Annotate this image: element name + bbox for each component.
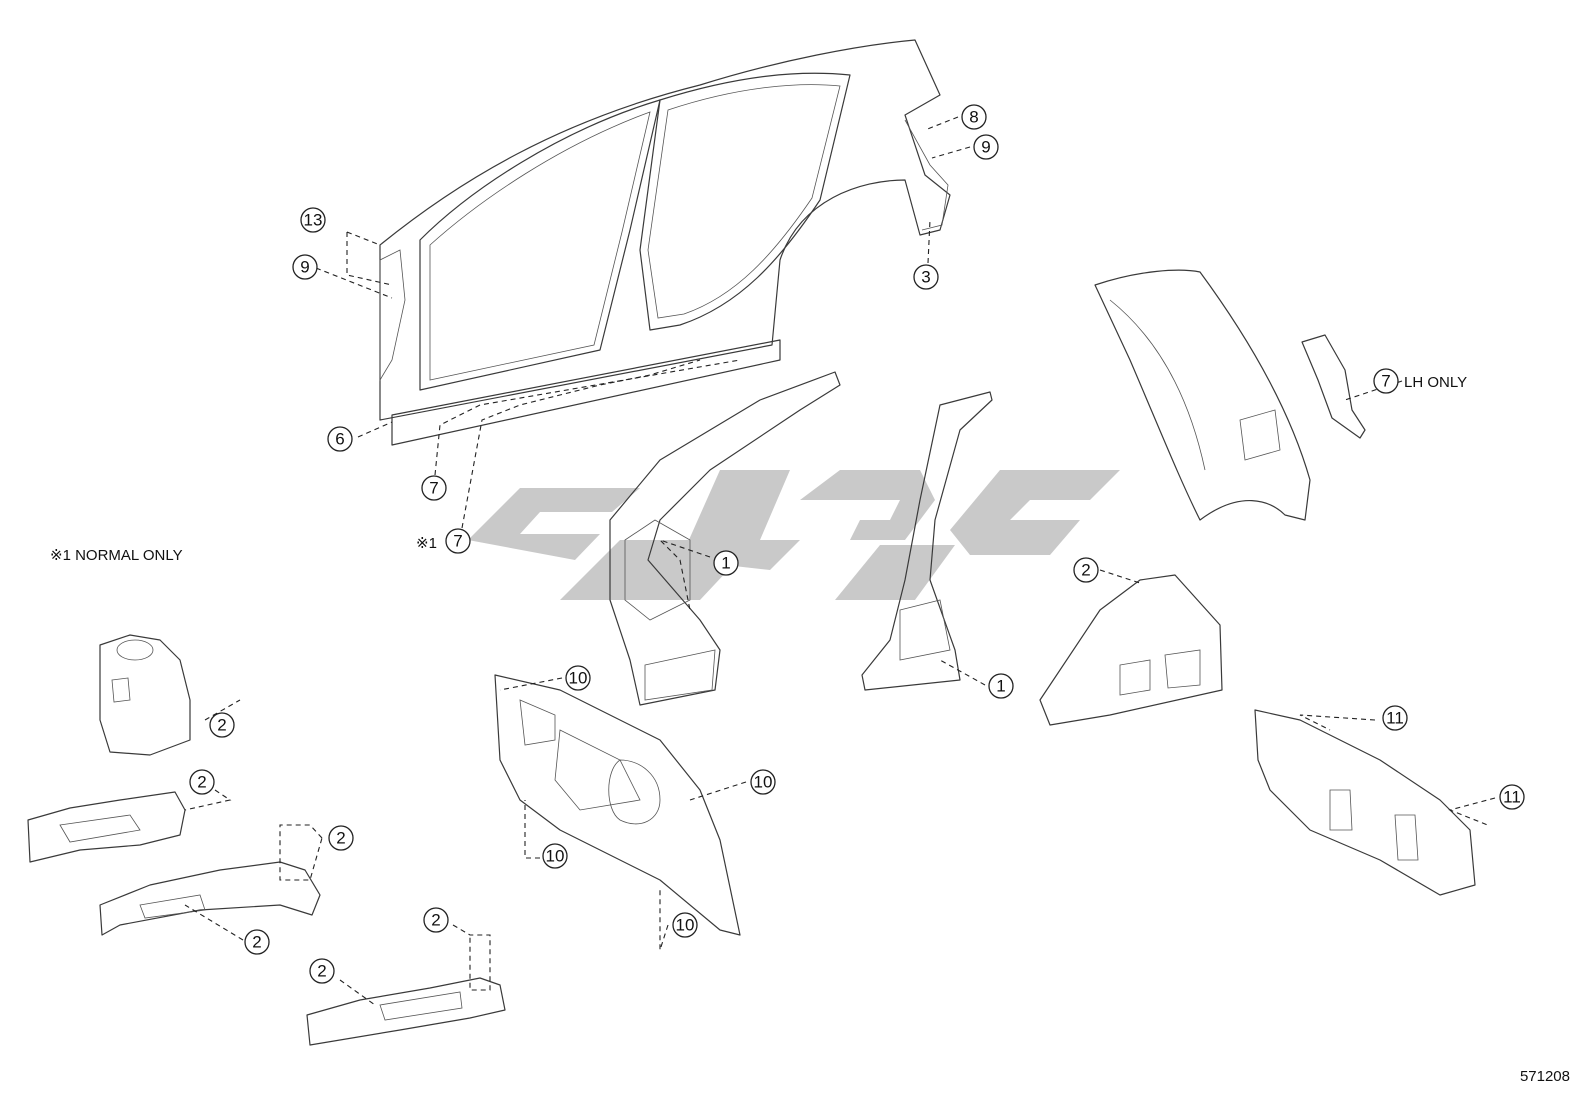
- callout-9-label: 9: [981, 138, 990, 157]
- callout-10-bottom-label: 10: [676, 916, 695, 935]
- callout-8-label: 8: [969, 108, 978, 127]
- callout-2-rocker-top: 2: [423, 907, 449, 933]
- callout-2-rocker-label: 2: [317, 962, 326, 981]
- callout-4-label: 6: [335, 430, 344, 449]
- callout-7-right-label: 7: [1381, 372, 1390, 391]
- callout-10-left: 10: [542, 843, 568, 869]
- callout-11-top-label: 11: [1386, 709, 1404, 728]
- lh-only-label: LH ONLY: [1404, 374, 1467, 391]
- callout-10-right: 10: [750, 769, 776, 795]
- callout-10-top: 10: [565, 665, 591, 691]
- callout-2-member: 2: [189, 769, 215, 795]
- callout-4: 6: [327, 426, 353, 452]
- callout-13-label: 13: [304, 211, 323, 230]
- callout-3: 3: [913, 264, 939, 290]
- callout-13: 13: [300, 207, 326, 233]
- front-side-member-part: [27, 791, 186, 863]
- normal-only-note: ※1 NORMAL ONLY: [50, 547, 183, 564]
- callout-6-label: 7: [429, 479, 438, 498]
- rocker-member-part: [306, 977, 506, 1046]
- callout-7-label: 9: [300, 258, 309, 277]
- callout-11-top: 11: [1382, 705, 1408, 731]
- wheel-house-part: [1039, 574, 1223, 726]
- callout-8: 8: [961, 104, 987, 130]
- callout-2-lower: 2: [244, 929, 270, 955]
- front-pillar-part: [609, 371, 841, 706]
- watermark-logo: [468, 470, 1120, 600]
- side-body-outer-panel: [379, 39, 951, 446]
- callout-2-rocker-top-label: 2: [431, 911, 440, 930]
- callout-10-bottom: 10: [672, 912, 698, 938]
- callout-2-shock-label: 2: [217, 716, 226, 735]
- callout-10-top-label: 10: [569, 669, 588, 688]
- callout-9: 9: [973, 134, 999, 160]
- callout-2-lower-top: 2: [328, 825, 354, 851]
- callout-2-shock: 2: [209, 712, 235, 738]
- leader-lines: [184, 116, 1496, 1006]
- callout-7-left: 9: [292, 254, 318, 280]
- callout-3-label: 3: [921, 268, 930, 287]
- star-prefix-label: ※1: [416, 535, 437, 552]
- callout-1-front-label: 1: [721, 554, 730, 573]
- rear-panel-part: [1254, 709, 1476, 896]
- callout-10-right-label: 10: [754, 773, 773, 792]
- callout-7-right: 7: [1373, 368, 1399, 394]
- callout-2-rocker: 2: [309, 958, 335, 984]
- callout-2-lower-top-label: 2: [336, 829, 345, 848]
- callout-11-right: 11: [1499, 784, 1525, 810]
- callout-2-lower-label: 2: [252, 933, 261, 952]
- lower-member-part: [99, 861, 321, 936]
- rear-quarter-panel: [1094, 269, 1311, 521]
- callout-1-center-label: 1: [996, 677, 1005, 696]
- shock-tower-part: [99, 634, 191, 756]
- callout-6: 7: [421, 475, 447, 501]
- callout-11-right-label: 11: [1503, 788, 1521, 807]
- callout-2-member-label: 2: [197, 773, 206, 792]
- callout-1-front: 1: [713, 550, 739, 576]
- callout-10-left-label: 10: [546, 847, 565, 866]
- diagram-code: 571208: [1519, 1068, 1570, 1085]
- callout-2-wheelhouse-label: 2: [1081, 561, 1090, 580]
- callout-6-normal: ※1 7: [416, 528, 471, 554]
- callout-1-center: 1: [988, 673, 1014, 699]
- dash-panel-part: [494, 674, 741, 936]
- callout-6-normal-label: 7: [453, 532, 462, 551]
- lh-bracket-part: [1301, 334, 1366, 439]
- center-pillar-part: [861, 391, 993, 691]
- callout-2-wheelhouse: 2: [1073, 557, 1099, 583]
